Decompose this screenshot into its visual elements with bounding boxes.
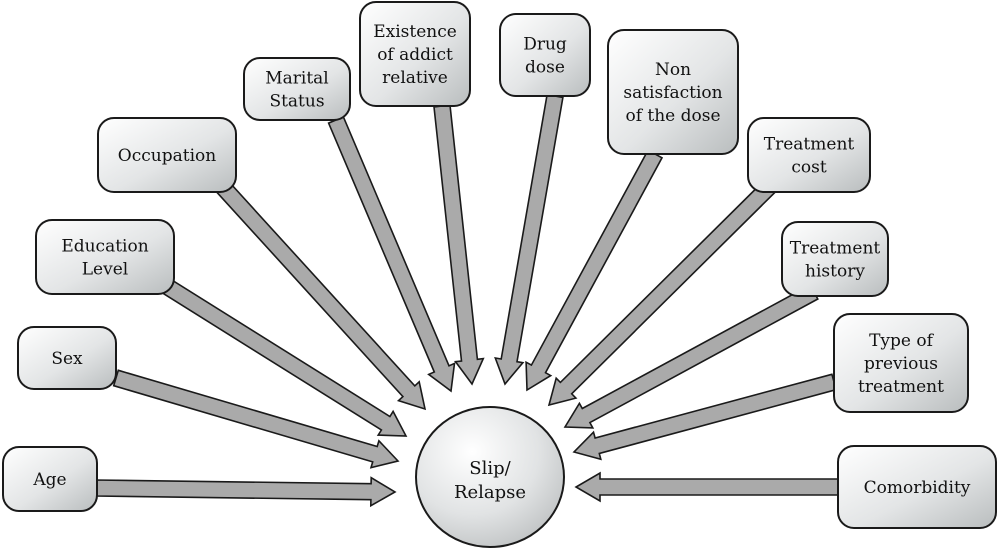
arrow-non-satisfaction bbox=[525, 149, 664, 392]
factor-label-line: of addict bbox=[377, 45, 453, 65]
factor-label-line: Education bbox=[61, 237, 148, 257]
factor-box-bg bbox=[607, 29, 739, 155]
arrow-previous-treatment bbox=[572, 373, 838, 461]
factor-label-line: treatment bbox=[858, 377, 944, 397]
factor-box-bg bbox=[17, 326, 117, 390]
arrow-addict-relative bbox=[433, 104, 485, 386]
factor-box-occupation: Occupation bbox=[97, 117, 237, 193]
factor-label-line: cost bbox=[791, 158, 826, 178]
factor-box-age: Age bbox=[2, 446, 98, 512]
factor-box-bg bbox=[781, 221, 889, 297]
factor-label-line: Non bbox=[655, 60, 691, 80]
factor-box-sex: Sex bbox=[17, 326, 117, 390]
arrows-layer bbox=[94, 93, 839, 508]
factor-box-bg bbox=[747, 117, 871, 193]
factor-label-line: Status bbox=[269, 92, 324, 112]
factor-box-bg bbox=[837, 445, 997, 529]
factor-label-line: Treatment bbox=[790, 239, 881, 259]
factor-label-line: satisfaction bbox=[623, 83, 722, 103]
arrow-education bbox=[154, 274, 408, 437]
factor-box-bg bbox=[359, 1, 471, 107]
arrow-comorbidity bbox=[574, 471, 839, 503]
factor-box-bg bbox=[97, 117, 237, 193]
factor-box-addict-relative: Existence of addict relative bbox=[359, 1, 471, 107]
slip-relapse-circle bbox=[415, 406, 565, 548]
factor-box-bg bbox=[35, 219, 175, 295]
factor-label-line: Type of bbox=[869, 331, 935, 351]
factor-box-bg bbox=[243, 57, 351, 121]
slip-relapse-label-line-2: Relapse bbox=[454, 482, 526, 503]
factor-label-line: Occupation bbox=[118, 146, 216, 166]
factor-label-line: Marital bbox=[265, 69, 329, 89]
center-layer: Slip/ Relapse bbox=[415, 406, 565, 548]
arrow-treatment-cost bbox=[547, 179, 777, 407]
factor-box-previous-treatment: Type of previous treatment bbox=[833, 313, 969, 413]
factor-box-bg bbox=[2, 446, 98, 512]
factor-box-bg bbox=[833, 313, 969, 413]
factor-label-line: previous bbox=[864, 354, 938, 374]
arrow-drug-dose bbox=[494, 93, 564, 386]
factor-label-line: Age bbox=[32, 470, 66, 490]
factor-label-line: Existence bbox=[373, 22, 457, 42]
factor-box-bg bbox=[499, 13, 591, 97]
factor-label-line: Sex bbox=[51, 349, 83, 369]
factor-label-line: history bbox=[805, 262, 865, 282]
arrow-age bbox=[94, 476, 397, 508]
factor-box-non-satisfaction: Non satisfaction of the dose bbox=[607, 29, 739, 155]
slip-relapse-label-line-1: Slip/ bbox=[469, 458, 511, 479]
arrow-treatment-history bbox=[563, 283, 819, 429]
factor-label-line: relative bbox=[382, 68, 448, 88]
factor-label-line: Drug bbox=[523, 35, 567, 55]
factor-box-drug-dose: Drug dose bbox=[499, 13, 591, 97]
arrow-occupation bbox=[214, 179, 427, 411]
arrow-marital bbox=[327, 115, 456, 393]
factor-box-comorbidity: Comorbidity bbox=[837, 445, 997, 529]
arrow-sex bbox=[112, 369, 400, 469]
factor-label-line: Level bbox=[82, 260, 128, 280]
factor-label-line: Treatment bbox=[764, 135, 855, 155]
factor-label-line: of the dose bbox=[625, 106, 720, 126]
factor-label-line: Comorbidity bbox=[864, 478, 971, 498]
factor-box-treatment-history: Treatment history bbox=[781, 221, 889, 297]
factor-box-treatment-cost: Treatment cost bbox=[747, 117, 871, 193]
factor-label-line: dose bbox=[525, 58, 565, 78]
